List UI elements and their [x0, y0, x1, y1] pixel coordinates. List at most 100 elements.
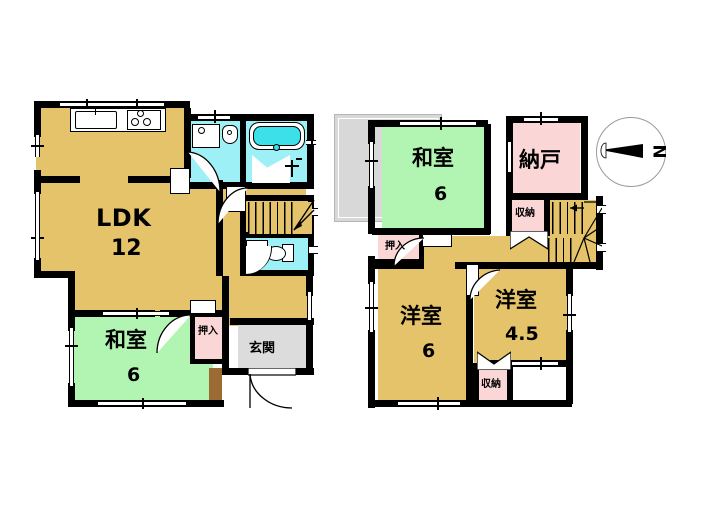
compass-north-label: N: [648, 144, 669, 159]
genkan-entry-door[interactable]: [248, 368, 296, 410]
yoshitsu-6-fill: [378, 268, 470, 402]
washitsu-1f-fill: [73, 316, 213, 402]
window-mullion-br: [311, 134, 313, 151]
window-toilet-right: [309, 246, 318, 254]
compass-rose: [596, 117, 666, 187]
window-mullion-w1: [65, 345, 78, 347]
wall-washitsu2f-right: [484, 124, 491, 234]
nando-label: 納戸: [519, 148, 561, 172]
staircase-2f-winder: [570, 201, 602, 263]
staircase-2f-lower-treads: [548, 238, 574, 262]
wall-genkan-top: [230, 318, 314, 325]
window-washitsu2f-left: [369, 142, 374, 188]
genkan-label: 玄関: [249, 341, 276, 356]
staircase-1f-treads: [248, 202, 298, 234]
kitchen-faucet: [95, 107, 97, 115]
door-washitsu-panel[interactable]: [190, 300, 216, 314]
window-kitchen-top: [60, 102, 164, 107]
shuno-lower-fill: [478, 368, 510, 402]
shuno-lower-folding-door[interactable]: [477, 350, 511, 370]
door-yoshitsu45-arc[interactable]: [466, 268, 502, 302]
wall-toilet-top: [240, 232, 314, 238]
wall-oshiire-1f-bottom: [190, 359, 223, 364]
shuno-upper-folding-door[interactable]: [510, 231, 548, 251]
wall-ldk-part-left: [38, 176, 80, 183]
wall-toilet-left: [240, 232, 246, 276]
shuno-lower-label: 収納: [481, 379, 501, 390]
wall-genkan-left-b: [222, 318, 229, 374]
washing-machine-drum: [198, 127, 205, 134]
window-mullion-k1: [86, 99, 88, 110]
wall-1f-left-mid: [34, 170, 41, 194]
window-stair2f-right-b: [597, 243, 606, 252]
wall-bath-right: [307, 114, 314, 186]
door-ldk-to-washroom-arc[interactable]: [186, 150, 222, 194]
door-yoshitsu6-arc[interactable]: [392, 236, 426, 268]
window-mullion-2d: [365, 307, 378, 309]
wall-1f-right-b: [306, 318, 313, 372]
window-mullion-wb: [142, 398, 144, 409]
ldk-main-fill: [36, 180, 222, 276]
wall-yoshitsu45-top: [473, 262, 515, 269]
washitsu-1f-size: 6: [127, 364, 141, 386]
bathtub-water: [253, 126, 301, 146]
oshiire-1f-fill: [195, 313, 223, 361]
wall-ldk-right-upper: [184, 108, 191, 178]
wall-2f-left-c: [368, 256, 375, 284]
wall-shuno-right: [544, 196, 550, 236]
window-yoshitsu45-bottom: [512, 361, 558, 366]
wall-2f-right-a: [581, 116, 588, 196]
wall-stair-top: [240, 195, 314, 201]
wall-1f-left-upper: [34, 101, 41, 137]
yoshitsu-45-fill: [474, 268, 572, 366]
wall-2f-left-d: [368, 330, 375, 408]
wall-2f-right-d: [566, 330, 573, 404]
washitsu-2f-label: 和室: [412, 146, 454, 170]
wall-genkan-bottom-l: [222, 368, 250, 375]
wall-2f-bottom: [368, 400, 572, 407]
shower-fitting-v: [291, 160, 293, 177]
window-mullion-2e: [437, 397, 439, 410]
window-mullion-wt: [214, 110, 216, 123]
stove-burner-3: [137, 110, 144, 117]
stove-burner-2: [143, 118, 151, 126]
window-washitsu2f-top: [400, 121, 476, 126]
window-mullion-2f: [563, 314, 576, 316]
door-hall-arc[interactable]: [216, 186, 250, 226]
tatami-step-strip: [209, 368, 222, 402]
window-mullion-2b: [365, 160, 378, 162]
wall-shuno-left: [506, 196, 512, 236]
wall-ldk-part-right: [128, 176, 190, 183]
wall-1f-left-lower: [34, 258, 41, 278]
washitsu-2f-fill: [382, 126, 488, 230]
wall-bath-bottom: [184, 182, 314, 189]
nando-fill: [512, 122, 580, 196]
window-yoshitsu45-right: [567, 294, 572, 332]
window-mullion-2a: [440, 117, 442, 130]
stove-burner-1: [131, 118, 139, 126]
window-mullion-2c: [540, 112, 542, 125]
wall-washitsu2f-bottom: [372, 228, 490, 235]
wall-2f-right-c: [566, 268, 573, 296]
window-yoshitsu6-bottom: [398, 401, 460, 406]
door-yoshitsu6-panel[interactable]: [422, 234, 452, 247]
shuno-upper-label: 収納: [515, 208, 535, 219]
window-hall-right: [307, 292, 312, 320]
wall-yoshitsu45-top-b: [540, 262, 602, 269]
staircase-1f-arrow: [293, 199, 315, 231]
wall-1f-washitsu-left-b: [68, 383, 75, 407]
yoshitsu-45-label: 洋室: [495, 288, 537, 312]
window-mullion-lb: [136, 308, 138, 319]
wall-toilet-bottom: [240, 270, 314, 276]
ldk-label: LDK: [96, 204, 152, 232]
wall-stair-left: [240, 195, 246, 237]
wall-yoshitsu6-right: [466, 268, 473, 402]
wall-bath-divider: [240, 118, 246, 186]
window-left-mid-b: [35, 232, 40, 260]
door-ldk-to-washroom-panel[interactable]: [170, 168, 190, 194]
window-mullion-l1: [31, 145, 44, 147]
window-stair-right: [309, 208, 318, 216]
door-washitsu-arc[interactable]: [155, 313, 193, 355]
window-washitsu-left: [69, 328, 74, 386]
